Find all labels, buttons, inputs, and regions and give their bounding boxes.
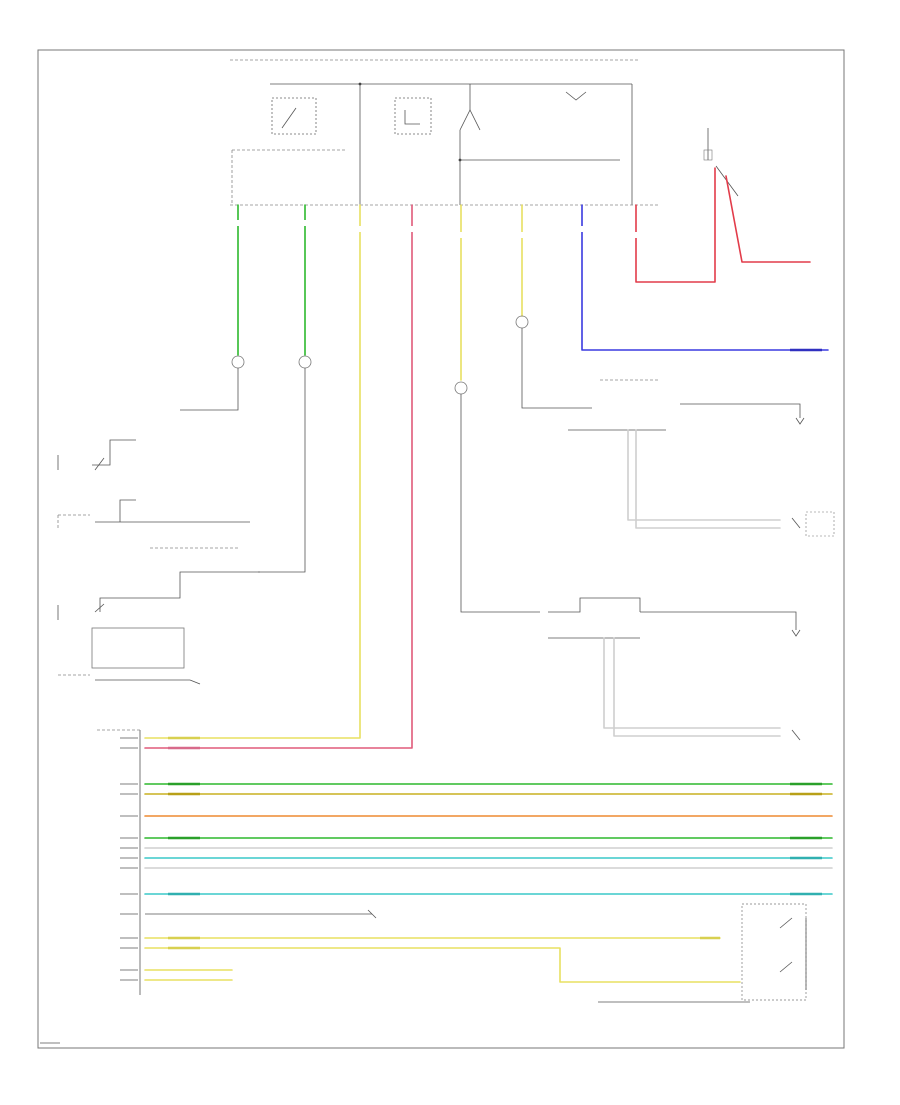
fuse-icon <box>703 149 713 161</box>
switch-icon <box>94 457 105 471</box>
switch-icon <box>779 961 793 973</box>
yellow-wire-group <box>144 204 523 739</box>
hazard-switch-assembly <box>741 903 807 1001</box>
switch-icon <box>791 729 801 741</box>
ground-icon <box>367 909 377 919</box>
fuse-module-right <box>703 128 739 197</box>
relay-coil-icon <box>404 110 420 125</box>
switch-icon <box>779 917 793 929</box>
ground-icon <box>795 417 805 425</box>
splice-dot-icon <box>358 82 362 86</box>
ground-icon <box>189 679 201 685</box>
green-wire-group <box>237 204 306 356</box>
blue-wire <box>581 204 829 351</box>
switch-icon <box>94 603 105 613</box>
left-front-turn-lamp <box>515 315 592 409</box>
ground-icon <box>565 91 587 101</box>
left-front-headlamp <box>180 355 245 411</box>
diagram-frame <box>37 49 845 1049</box>
ground-icon <box>791 629 801 637</box>
bulb-icon <box>515 315 529 329</box>
right-front-headlamp-left-side <box>258 355 312 573</box>
fuse-relay-block <box>270 82 633 205</box>
splice-dot-icon <box>458 158 462 162</box>
relay-contact-icon <box>459 109 481 131</box>
left-lamp-assemblies <box>57 439 260 685</box>
switch-icon <box>791 517 801 529</box>
module-pin-stubs <box>120 737 138 981</box>
headlamp-switch-icon <box>281 107 297 129</box>
bulb-icon <box>231 355 245 369</box>
bulb-icon <box>298 355 312 369</box>
module-bus-wires <box>144 783 833 1003</box>
red-wire-group <box>144 167 811 749</box>
bulb-icon <box>454 381 468 395</box>
body-control-module-connector <box>95 729 141 995</box>
right-front-headlamp <box>454 381 540 613</box>
right-side-lamp-circuits <box>548 379 835 741</box>
wire-markings <box>168 220 822 950</box>
